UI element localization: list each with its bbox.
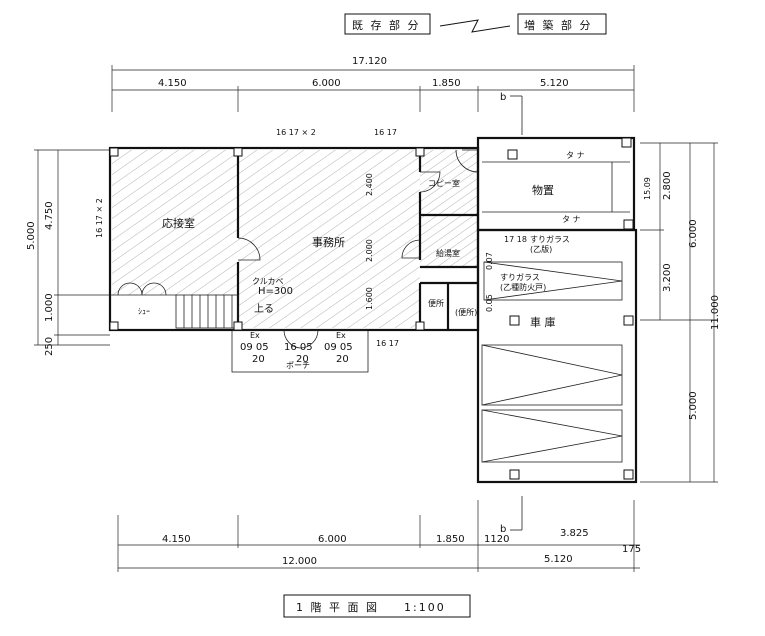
drawing-title: 1 階 平 面 図 1:100 (283, 594, 471, 618)
dim-bottom-seg-2: 6.000 (318, 534, 347, 545)
win-c-2: 09 05 (324, 342, 353, 353)
carpet-label: クルカペ (252, 277, 284, 286)
porch-label: ポーチ (286, 361, 310, 370)
room-reception: 応接室 (162, 216, 195, 230)
win-a-2: 09 05 (240, 342, 269, 353)
shelf-a: タ ナ (566, 151, 585, 160)
grid-right: 17 18 (504, 235, 527, 244)
dim-bottom-seg-4: 3.825 (560, 528, 589, 539)
room-toilet: 便所 (428, 298, 444, 308)
dim-top-seg-4: 5.120 (540, 78, 569, 89)
glass-2b: (乙種防火戸) (500, 282, 546, 292)
dim-right-5000: 5.000 (688, 391, 699, 420)
carpet-height: H=300 (258, 286, 293, 297)
dim-left-4750: 4.750 (44, 201, 55, 230)
left-dimensions: 5.000 4.750 1.000 250 16 17 × 2 (26, 149, 110, 356)
dim-top-seg-1: 4.150 (158, 78, 187, 89)
vert-dim-1600: 1.600 (365, 287, 374, 310)
dim-bottom-1120: 1120 (484, 534, 509, 545)
dim-top-seg-2: 6.000 (312, 78, 341, 89)
extension-label-box (517, 13, 607, 35)
up-label: 上る (254, 303, 274, 315)
room-hot-water: 給湯室 (436, 248, 460, 258)
dim-right-3200: 3.200 (662, 263, 673, 292)
dim-right-6000: 6.000 (688, 219, 699, 248)
dim-left-1000: 1.000 (44, 293, 55, 322)
room-office: 事務所 (312, 235, 345, 249)
win-a-1: Ex (250, 331, 260, 340)
shelf-b: タ ナ (562, 215, 581, 224)
dim-right-small: 15.09 (643, 177, 652, 200)
dim-right-2800: 2.800 (662, 171, 673, 200)
title-label: 1 階 平 面 図 (296, 600, 379, 614)
existing-label-box (344, 13, 431, 35)
dim-bottom-5120: 5.120 (544, 554, 573, 565)
grid-bottom: 16 17 (376, 339, 399, 348)
win-b-2: 20 (296, 354, 309, 365)
grid-top-a: 16 17 × 2 (276, 128, 316, 137)
floor-hatching (112, 150, 478, 328)
glass-1: すりガラス (530, 234, 570, 244)
win-c-3: 20 (336, 354, 349, 365)
dim-top-overall: 17.120 (352, 56, 387, 67)
dim-top-seg-3: 1.850 (432, 78, 461, 89)
top-dimensions: 17.120 4.150 6.000 1.850 5.120 b (111, 56, 635, 135)
title-box (283, 594, 471, 618)
section-mark-b-bottom: b (500, 524, 506, 535)
dim-bottom-seg-3: 1.850 (436, 534, 465, 545)
small-005: 0.05 (485, 294, 494, 312)
vert-dim-2400: 2.400 (365, 173, 374, 196)
room-copy: コピー室 (428, 178, 460, 188)
grid-top-b: 16 17 (374, 128, 397, 137)
room-labels: 応接室 事務所 コピー室 物置 給湯室 車 庫 便所 (便所) (162, 178, 556, 329)
dim-right-overall: 11.000 (710, 295, 721, 330)
extension-label: 増 築 部 分 (524, 18, 593, 32)
section-mark-b-top: b (500, 92, 506, 103)
win-b-1: 16 05 (284, 342, 313, 353)
dim-left-250: 250 (44, 337, 55, 356)
dim-bottom-12000: 12.000 (282, 556, 317, 567)
room-garage: 車 庫 (530, 315, 556, 329)
divider-arrow (439, 19, 511, 33)
room-toilet-2: (便所) (455, 307, 477, 317)
win-c-1: Ex (336, 331, 346, 340)
glass-2: すりガラス (500, 272, 540, 282)
right-dimensions: 11.000 6.000 5.000 2.800 3.200 15.09 (640, 142, 721, 483)
dim-bottom-175: 175 (622, 544, 641, 555)
title-scale: 1:100 (404, 601, 446, 614)
shoe-label: ｼｭｰ (138, 307, 150, 316)
existing-label: 既 存 部 分 (352, 18, 421, 32)
extension-walls (476, 136, 638, 484)
bottom-dimensions: b 4.150 6.000 1.850 1120 3.825 175 12.00… (117, 496, 641, 572)
glass-1b: (乙版) (530, 244, 552, 254)
win-a-3: 20 (252, 354, 265, 365)
annotations: タ ナ タ ナ 17 18 すりガラス (乙版) すりガラス (乙種防火戸) ク… (138, 128, 585, 370)
header-legend: 既 存 部 分 増 築 部 分 (344, 13, 607, 35)
vert-dim-2000: 2.000 (365, 239, 374, 262)
dim-left-overall: 5.000 (26, 221, 37, 250)
room-storage: 物置 (532, 183, 554, 197)
small-007: 0.07 (485, 252, 494, 270)
dim-left-grid: 16 17 × 2 (95, 198, 104, 238)
dim-bottom-seg-1: 4.150 (162, 534, 191, 545)
